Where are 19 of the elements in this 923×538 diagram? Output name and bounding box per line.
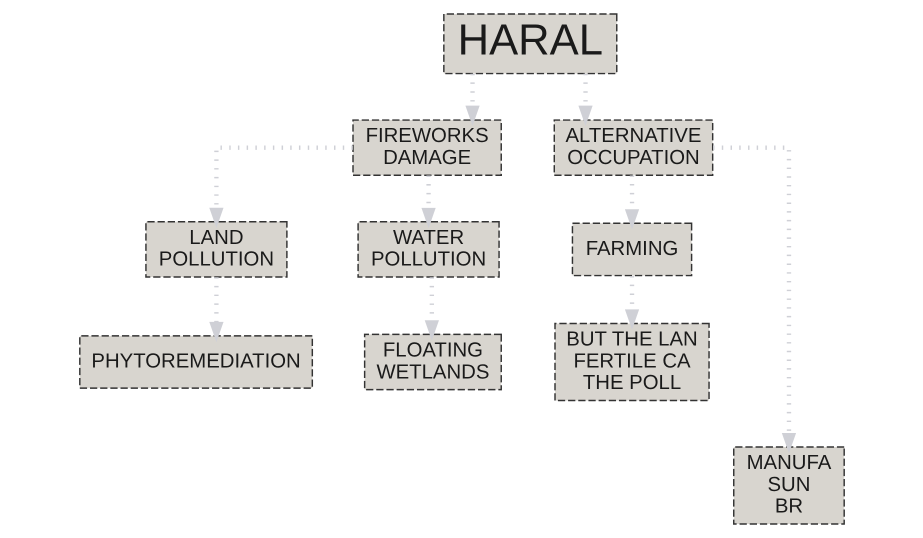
- node-box: LAND POLLUTION: [144, 221, 288, 278]
- node-box: BUT THE LAN FERTILE CA THE POLL: [554, 322, 710, 402]
- arrow: [208, 145, 352, 228]
- node-box: MANUFA SUN BR: [732, 446, 844, 525]
- node-box: HARAL: [442, 13, 617, 74]
- arrow: [712, 145, 796, 454]
- arrow: [624, 175, 639, 230]
- arrow: [424, 277, 438, 341]
- arrow: [420, 175, 436, 228]
- node-box: FIREWORKS DAMAGE: [352, 119, 502, 176]
- node-box: FLOATING WETLANDS: [363, 334, 502, 390]
- arrow: [578, 74, 592, 126]
- node-box: WATER POLLUTION: [356, 221, 500, 278]
- node-box: FARMING: [571, 222, 692, 276]
- arrow: [624, 276, 639, 330]
- node-box: PHYTOREMEDIATION: [78, 335, 313, 389]
- node-box: ALTERNATIVE OCCUPATION: [553, 119, 713, 176]
- arrow: [464, 74, 480, 126]
- arrow: [208, 277, 224, 342]
